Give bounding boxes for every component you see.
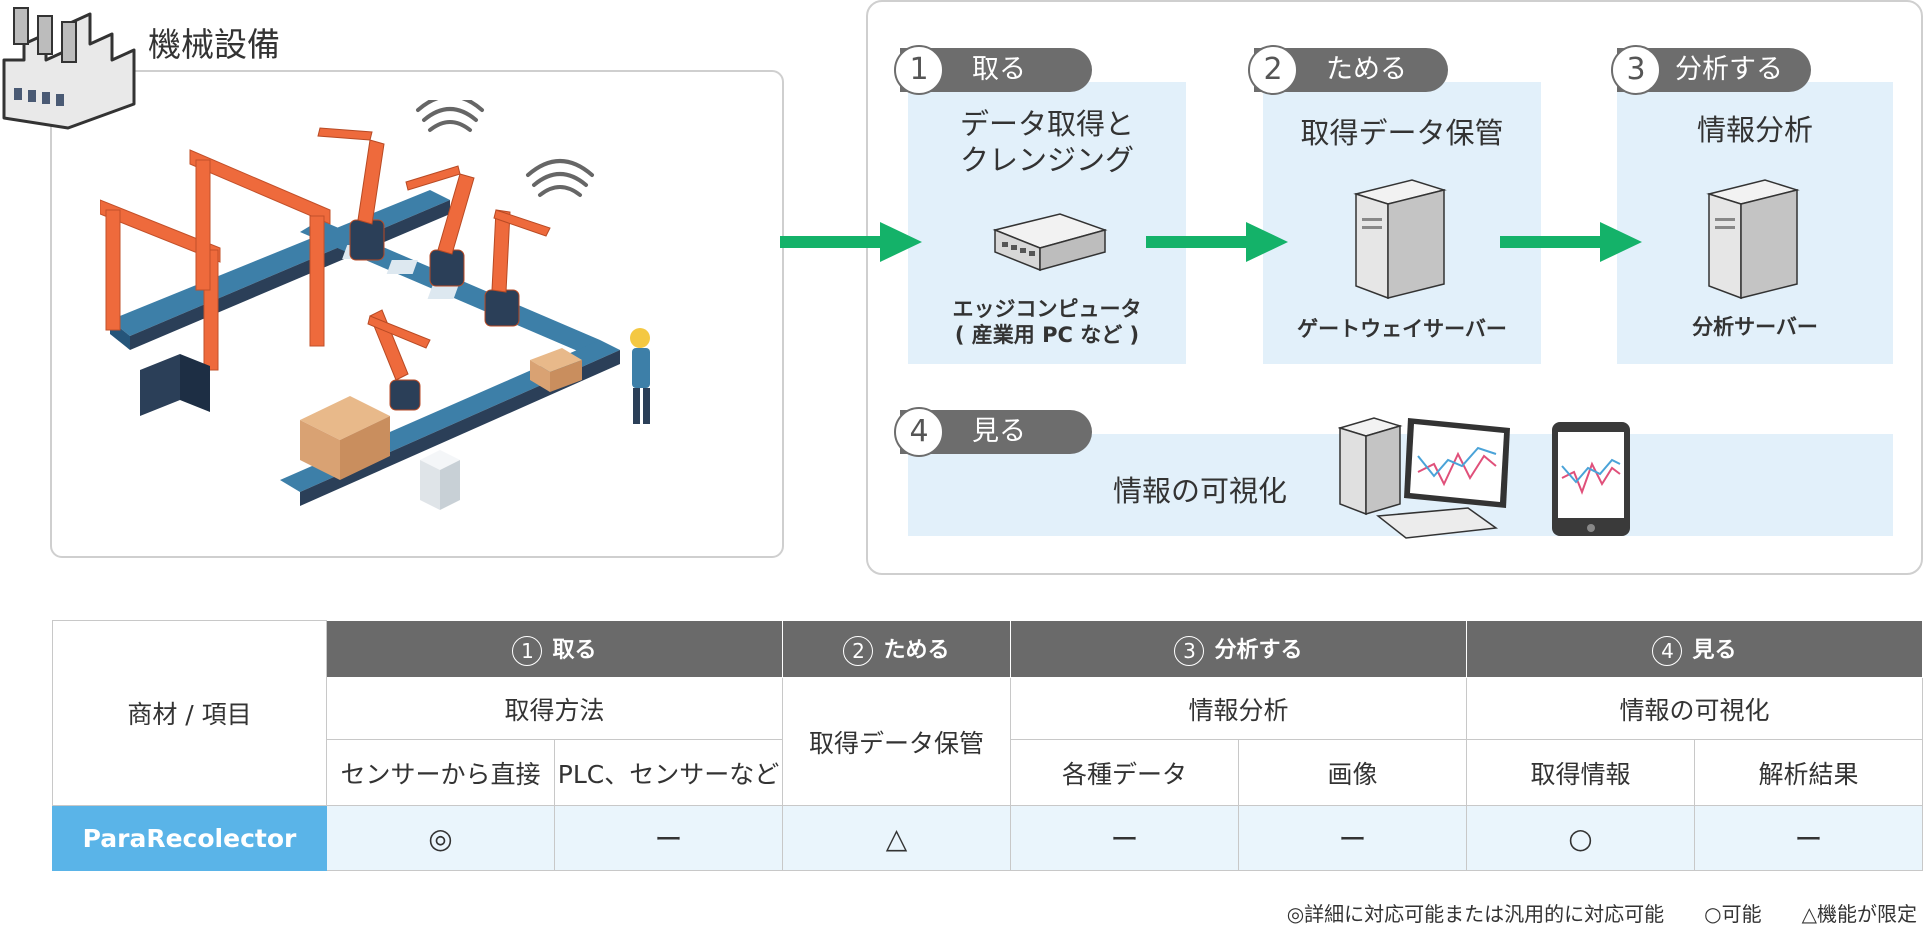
table-corner: 商材 / 項目: [52, 620, 327, 806]
product-name: ParaRecolector: [52, 805, 327, 871]
step3-pill: 3 分析する: [1611, 45, 1811, 95]
legend-double-circle: ◎詳細に対応可能または汎用的に対応可能: [1286, 902, 1665, 926]
step4-number: 4: [894, 407, 944, 457]
analyze-label: 分析する: [1214, 638, 1303, 663]
value-image: ー: [1238, 805, 1467, 871]
step3-label: 分析する: [1675, 54, 1783, 85]
subheader-visualization: 情報の可視化: [1466, 677, 1923, 740]
factory-icon: [2, 7, 136, 130]
value-plc-sensor: ー: [554, 805, 783, 871]
store-label: ためる: [883, 638, 950, 663]
table-header-analyze: 3 分析する: [1010, 620, 1467, 678]
view-number: 4: [1652, 636, 1683, 666]
collect-number: 1: [512, 636, 543, 666]
subheader-data-storage: 取得データ保管: [782, 677, 1011, 806]
step2-label: ためる: [1326, 54, 1407, 85]
step2-device-label: ゲートウェイサーバー: [1297, 317, 1507, 341]
value-acquired-info: ○: [1466, 805, 1695, 871]
item-acquired-info: 取得情報: [1466, 739, 1695, 806]
item-image: 画像: [1238, 739, 1467, 806]
step4-title: 情報の可視化: [1112, 474, 1287, 508]
step3-number: 3: [1611, 45, 1661, 95]
store-number: 2: [843, 636, 874, 666]
collect-label: 取る: [552, 638, 597, 663]
legend: ◎詳細に対応可能または汎用的に対応可能 ○可能 △機能が限定: [1247, 898, 1917, 927]
step1-label: 取る: [972, 54, 1026, 85]
step4-pill: 4 見る: [894, 407, 1092, 457]
gateway-server-icon: [1353, 179, 1447, 300]
step3-device-label: 分析サーバー: [1692, 315, 1818, 339]
step1-pill: 1 取る: [894, 45, 1092, 95]
value-analysis-result: ー: [1694, 805, 1923, 871]
arrow-machine-to-collect: [780, 222, 922, 262]
arrow-store-to-analyze: [1500, 222, 1642, 262]
desktop-monitor-icon: [1338, 417, 1510, 539]
table-header-view: 4 見る: [1466, 620, 1923, 678]
machine-title: 機械設備: [148, 25, 280, 64]
subheader-acquisition-method: 取得方法: [326, 677, 783, 740]
step1-title: データ取得と クレンジング: [959, 107, 1134, 177]
value-data-storage: △: [782, 805, 1011, 871]
step2-title: 取得データ保管: [1300, 116, 1504, 150]
factory-line-illustration: [100, 100, 650, 510]
item-various-data: 各種データ: [1010, 739, 1239, 806]
arrow-collect-to-store: [1146, 222, 1288, 262]
step4-label: 見る: [972, 416, 1026, 447]
step1-device-label: エッジコンピュータ ( 産業用 PC など ): [952, 297, 1142, 347]
item-sensor-direct: センサーから直接: [326, 739, 555, 806]
step1-number: 1: [894, 45, 944, 95]
view-label: 見る: [1692, 638, 1737, 663]
value-various-data: ー: [1010, 805, 1239, 871]
edge-computer-icon: [992, 213, 1108, 272]
table-header-collect: 1 取る: [326, 620, 783, 678]
value-sensor-direct: ◎: [326, 805, 555, 871]
analyze-number: 3: [1174, 636, 1205, 666]
step2-number: 2: [1248, 45, 1298, 95]
tablet-icon: [1552, 422, 1630, 536]
item-plc-sensor: PLC、センサーなど: [554, 739, 783, 806]
analysis-server-icon: [1706, 179, 1800, 300]
step3-title: 情報分析: [1696, 113, 1813, 147]
step2-pill: 2 ためる: [1248, 45, 1448, 95]
item-analysis-result: 解析結果: [1694, 739, 1923, 806]
subheader-info-analysis: 情報分析: [1010, 677, 1467, 740]
legend-circle: ○可能: [1704, 902, 1762, 926]
legend-triangle: △機能が限定: [1801, 902, 1917, 926]
table-header-store: 2 ためる: [782, 620, 1011, 678]
